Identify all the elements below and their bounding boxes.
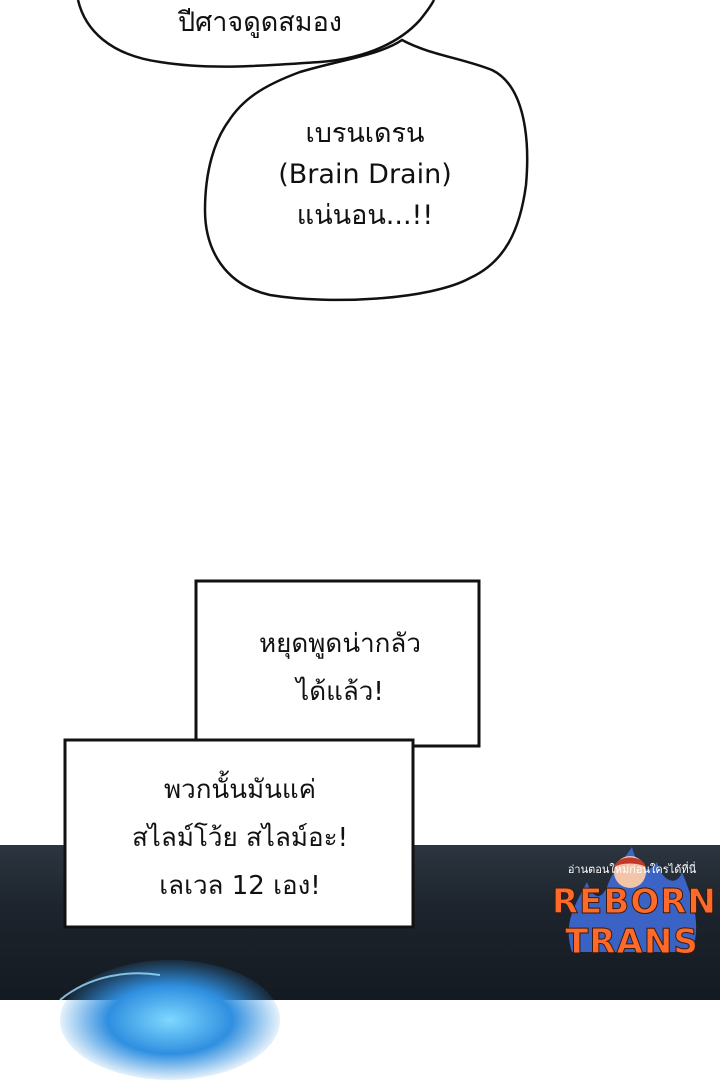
narration-line: สไลม์โว้ย สไลม์อะ! xyxy=(131,823,349,853)
narration-text-lower: พวกนั้นมันแค่ สไลม์โว้ย สไลม์อะ! เลเวล 1… xyxy=(75,766,405,910)
energy-arc xyxy=(59,972,161,1000)
narration-box-lower xyxy=(63,738,415,929)
narration-box-upper xyxy=(194,579,481,748)
watermark-line-1: REBORN xyxy=(552,882,717,923)
narration-line: ได้แล้ว! xyxy=(296,677,384,707)
narration-line: พวกนั้นมันแค่ xyxy=(163,775,317,805)
watermark-tagline: อ่านตอนใหม่ก่อนใครได้ที่นี่ xyxy=(567,863,697,876)
reborn-trans-watermark: อ่านตอนใหม่ก่อนใครได้ที่นี่ REBORN TRANS xyxy=(552,842,717,972)
speech-line: แน่นอน...!! xyxy=(296,200,434,231)
narration-line: หยุดพูดน่ากลัว xyxy=(259,629,421,659)
narration-text-upper: หยุดพูดน่ากลัว ได้แล้ว! xyxy=(210,620,470,716)
speech-line: ปีศาจดูดสมอง xyxy=(177,7,342,38)
watermark-line-2: TRANS xyxy=(565,922,699,963)
flame-logo-icon xyxy=(568,847,697,952)
speech-bubble-top xyxy=(76,0,436,68)
speech-line: (Brain Drain) xyxy=(278,159,452,190)
speech-text-top: ปีศาจดูดสมอง xyxy=(120,2,400,43)
narration-line: เลเวล 12 เอง! xyxy=(159,871,321,901)
speech-bubble-main xyxy=(203,38,529,302)
speech-line: เบรนเดรน xyxy=(305,118,425,149)
speech-text-main: เบรนเดรน (Brain Drain) แน่นอน...!! xyxy=(230,113,500,236)
speech-graphics xyxy=(59,0,529,1000)
